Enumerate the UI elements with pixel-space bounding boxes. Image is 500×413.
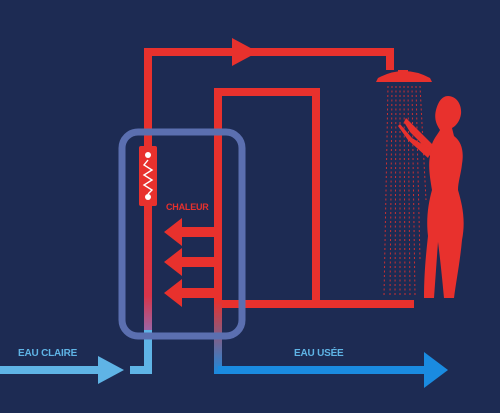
water-spray: [383, 85, 427, 297]
person-raised-arm: [398, 124, 432, 158]
heat-exchanger-tank: [118, 128, 246, 340]
used-water-return-pipe: [214, 88, 414, 308]
tank-inner-pipe: [144, 205, 152, 370]
heat-arrow-1: [164, 218, 216, 246]
shower-head-icon: [376, 62, 432, 82]
label-eau-usee: EAU USÉE: [294, 346, 344, 359]
heat-arrow-3: [164, 279, 216, 307]
hot-flow-arrow: [232, 38, 258, 66]
heat-arrow-2: [164, 248, 216, 276]
heating-element-icon: [139, 146, 157, 206]
label-eau-claire: EAU CLAIRE: [18, 348, 78, 359]
heat-transfer-arrows: [164, 218, 216, 307]
showering-woman-silhouette: [404, 96, 464, 298]
used-flow-arrow: [424, 352, 448, 388]
cold-flow-arrow: [98, 356, 124, 384]
label-chaleur: CHALEUR: [166, 202, 209, 212]
cold-water-riser: [130, 330, 152, 374]
